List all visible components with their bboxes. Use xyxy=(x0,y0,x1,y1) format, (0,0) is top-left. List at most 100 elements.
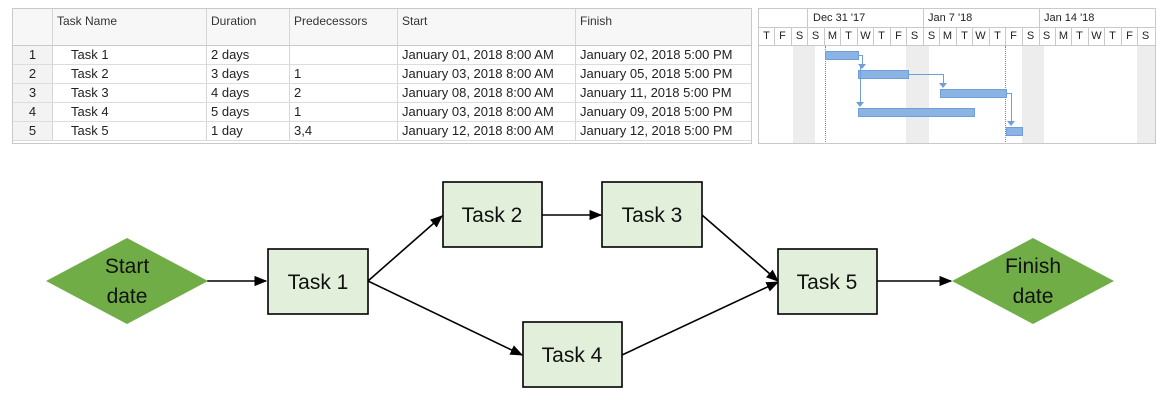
table-row[interactable]: 1 Task 1 2 days January 01, 2018 8:00 AM… xyxy=(13,46,751,65)
day-separator xyxy=(774,27,775,45)
row-task-name[interactable]: Task 4 xyxy=(53,103,207,121)
day-label: S xyxy=(811,30,820,42)
col-header-finish[interactable]: Finish xyxy=(580,14,613,28)
col-header-predecessors[interactable]: Predecessors xyxy=(290,9,398,45)
day-separator xyxy=(1121,27,1122,45)
day-label: W xyxy=(975,30,986,42)
row-id: 5 xyxy=(13,122,53,140)
week-separator xyxy=(923,9,924,45)
row-start[interactable]: January 08, 2018 8:00 AM xyxy=(398,84,576,102)
finish-date-label-line2: date xyxy=(1013,285,1054,308)
dependency-arrow-icon xyxy=(939,83,947,88)
row-duration[interactable]: 3 days xyxy=(207,65,290,83)
table-row[interactable]: 2 Task 2 3 days 1 January 03, 2018 8:00 … xyxy=(13,65,751,84)
week-label: Jan 14 '18 xyxy=(1044,12,1095,24)
row-finish[interactable]: January 09, 2018 5:00 PM xyxy=(580,104,733,119)
row-task-name[interactable]: Task 2 xyxy=(53,65,207,83)
row-task-name[interactable]: Task 1 xyxy=(53,46,207,64)
row-predecessors[interactable]: 1 xyxy=(290,65,398,83)
task-3-box[interactable] xyxy=(601,181,703,248)
task-1-label: Task 1 xyxy=(288,271,349,294)
task-4-box[interactable] xyxy=(522,321,623,388)
dependency-link xyxy=(860,65,861,104)
day-label: S xyxy=(927,30,936,42)
row-duration[interactable]: 1 day xyxy=(207,122,290,140)
dependency-link xyxy=(943,74,944,84)
gantt-bar-task-5[interactable] xyxy=(1006,127,1023,136)
row-duration[interactable]: 5 days xyxy=(207,103,290,121)
table-row[interactable]: 5 Task 5 1 day 3,4 January 12, 2018 8:00… xyxy=(13,122,751,141)
day-separator xyxy=(972,27,973,45)
day-label: T xyxy=(1109,30,1116,42)
table-row[interactable]: 3 Task 3 4 days 2 January 08, 2018 8:00 … xyxy=(13,84,751,103)
start-date-milestone[interactable] xyxy=(46,238,208,324)
row-id: 2 xyxy=(13,65,53,83)
row-predecessors[interactable]: 3,4 xyxy=(290,122,398,140)
row-duration[interactable]: 4 days xyxy=(207,84,290,102)
arrow-task3-to-task5 xyxy=(701,214,779,282)
task-table: Task Name Duration Predecessors Start Fi… xyxy=(12,8,752,144)
day-label: W xyxy=(1091,30,1102,42)
col-header-id[interactable] xyxy=(13,9,53,45)
day-separator xyxy=(1005,27,1006,45)
row-predecessors[interactable] xyxy=(290,46,398,64)
row-start[interactable]: January 12, 2018 8:00 AM xyxy=(398,122,576,140)
task-2-label: Task 2 xyxy=(462,204,523,227)
day-label: M xyxy=(1058,30,1069,42)
finish-date-milestone[interactable] xyxy=(952,238,1114,324)
week-label: Dec 31 '17 xyxy=(813,12,866,24)
day-separator xyxy=(873,27,874,45)
day-label: F xyxy=(1126,30,1133,42)
day-separator xyxy=(840,27,841,45)
day-label: S xyxy=(910,30,919,42)
day-separator xyxy=(791,27,792,45)
row-duration[interactable]: 2 days xyxy=(207,46,290,64)
row-finish[interactable]: January 02, 2018 5:00 PM xyxy=(580,47,733,62)
day-label: F xyxy=(1010,30,1017,42)
week-separator xyxy=(807,9,808,45)
row-id: 3 xyxy=(13,84,53,102)
weekend-shade xyxy=(906,46,929,143)
row-start[interactable]: January 01, 2018 8:00 AM xyxy=(398,46,576,64)
gantt-bar-task-4[interactable] xyxy=(858,108,975,117)
dependency-link xyxy=(859,55,863,56)
day-separator xyxy=(1022,27,1023,45)
row-start[interactable]: January 03, 2018 8:00 AM xyxy=(398,103,576,121)
row-finish[interactable]: January 11, 2018 5:00 PM xyxy=(580,85,732,100)
row-predecessors[interactable]: 1 xyxy=(290,103,398,121)
task-1-box[interactable] xyxy=(267,248,369,315)
day-label: T xyxy=(845,30,852,42)
start-date-label-line2: date xyxy=(107,285,148,308)
row-start[interactable]: January 03, 2018 8:00 AM xyxy=(398,65,576,83)
row-finish[interactable]: January 05, 2018 5:00 PM xyxy=(580,66,733,81)
day-label: S xyxy=(795,30,804,42)
row-finish[interactable]: January 12, 2018 5:00 PM xyxy=(580,123,733,138)
row-predecessors[interactable]: 2 xyxy=(290,84,398,102)
arrow-task1-to-task2 xyxy=(367,215,443,282)
day-label: T xyxy=(961,30,968,42)
timescale-divider xyxy=(759,27,1155,28)
col-header-task-name[interactable]: Task Name xyxy=(53,9,207,45)
gantt-bar-task-2[interactable] xyxy=(858,70,909,79)
table-row[interactable]: 4 Task 4 5 days 1 January 03, 2018 8:00 … xyxy=(13,103,751,122)
day-separator xyxy=(1088,27,1089,45)
task-3-label: Task 3 xyxy=(622,204,683,227)
finish-date-label-line1: Finish xyxy=(1005,255,1061,278)
row-task-name[interactable]: Task 3 xyxy=(53,84,207,102)
day-label: F xyxy=(779,30,786,42)
task-2-box[interactable] xyxy=(442,181,543,248)
day-separator xyxy=(1071,27,1072,45)
task-5-box[interactable] xyxy=(777,248,878,315)
day-separator xyxy=(939,27,940,45)
dependency-arrow-icon xyxy=(858,64,866,69)
row-id: 4 xyxy=(13,103,53,121)
col-header-start[interactable]: Start xyxy=(398,9,576,45)
gantt-bar-task-1[interactable] xyxy=(825,51,859,60)
col-header-duration[interactable]: Duration xyxy=(207,9,290,45)
day-separator xyxy=(1104,27,1105,45)
day-label: T xyxy=(1076,30,1083,42)
day-separator xyxy=(824,27,825,45)
gantt-bar-task-3[interactable] xyxy=(940,89,1007,98)
row-task-name[interactable]: Task 5 xyxy=(53,122,207,140)
